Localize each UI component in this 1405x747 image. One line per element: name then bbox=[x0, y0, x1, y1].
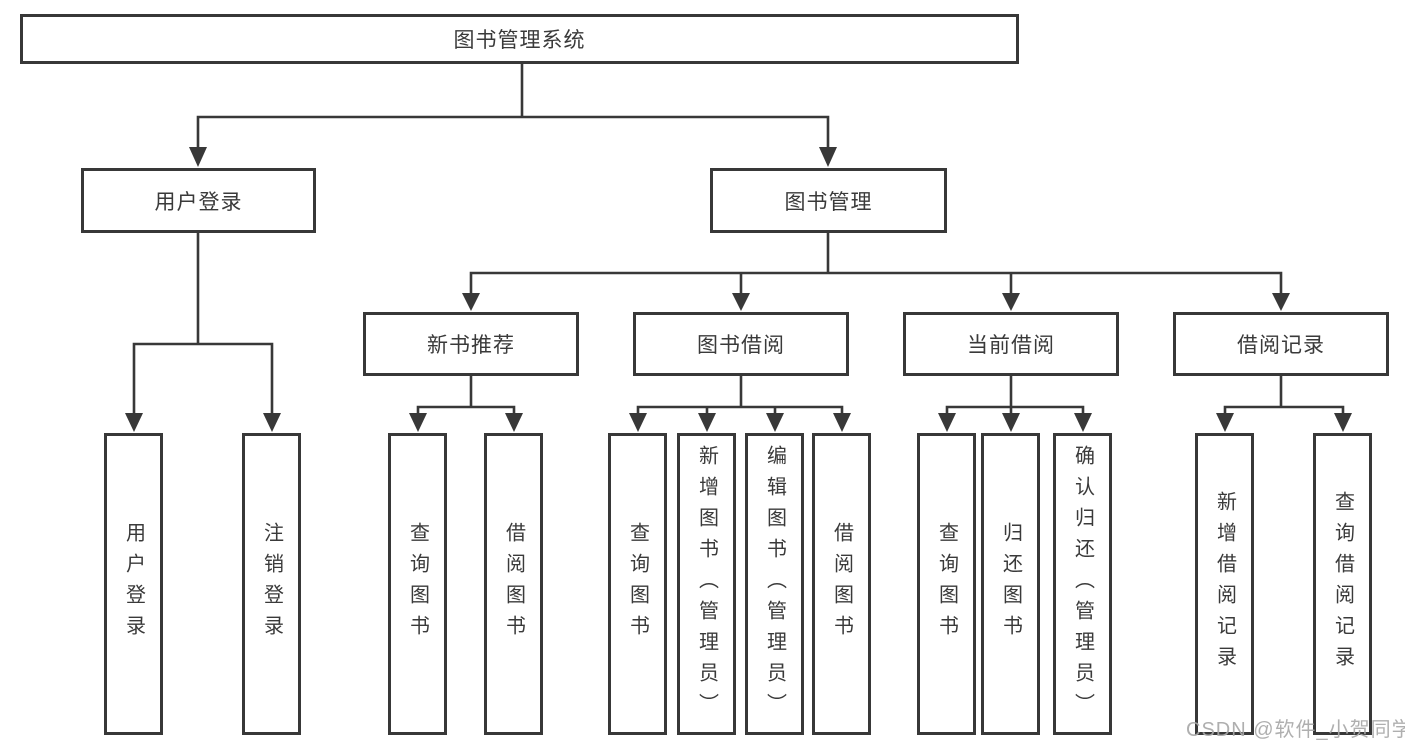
node-root-label: 图书管理系统 bbox=[453, 29, 586, 52]
node-borrow-records: 借阅记录 bbox=[1173, 312, 1389, 376]
leaf-query-books-borrow-label: 查询图书 bbox=[626, 522, 649, 646]
leaf-logout-label: 注销登录 bbox=[260, 522, 283, 646]
leaf-logout: 注销登录 bbox=[242, 433, 301, 735]
leaf-query-borrow-record-label: 查询借阅记录 bbox=[1331, 491, 1354, 677]
node-book-borrow-label: 图书借阅 bbox=[697, 334, 785, 357]
leaf-query-borrow-record: 查询借阅记录 bbox=[1313, 433, 1372, 735]
leaf-query-books-recommend: 查询图书 bbox=[388, 433, 447, 735]
node-borrow-records-label: 借阅记录 bbox=[1237, 334, 1325, 357]
watermark: CSDN @软件_小贺同学 bbox=[1186, 719, 1405, 741]
leaf-add-book-admin: 新增图书（管理员） bbox=[677, 433, 736, 735]
node-book-management-label: 图书管理 bbox=[784, 190, 873, 214]
node-book-management: 图书管理 bbox=[710, 168, 947, 233]
node-current-borrow: 当前借阅 bbox=[903, 312, 1119, 376]
leaf-borrow-books-label: 借阅图书 bbox=[830, 522, 853, 646]
leaf-user-login-label: 用户登录 bbox=[122, 522, 145, 646]
leaf-query-books-recommend-label: 查询图书 bbox=[406, 522, 429, 646]
node-user-login-label: 用户登录 bbox=[154, 190, 243, 214]
leaf-confirm-return-admin-label: 确认归还（管理员） bbox=[1071, 444, 1094, 724]
leaf-return-book-label: 归还图书 bbox=[999, 522, 1022, 646]
leaf-borrow-books-recommend-label: 借阅图书 bbox=[502, 522, 525, 646]
node-root: 图书管理系统 bbox=[20, 14, 1019, 64]
leaf-add-book-admin-label: 新增图书（管理员） bbox=[695, 444, 718, 724]
node-current-borrow-label: 当前借阅 bbox=[967, 334, 1055, 357]
leaf-return-book: 归还图书 bbox=[981, 433, 1040, 735]
leaf-edit-book-admin-label: 编辑图书（管理员） bbox=[763, 444, 786, 724]
leaf-query-books-borrow: 查询图书 bbox=[608, 433, 667, 735]
leaf-user-login: 用户登录 bbox=[104, 433, 163, 735]
leaf-borrow-books: 借阅图书 bbox=[812, 433, 871, 735]
leaf-add-borrow-record: 新增借阅记录 bbox=[1195, 433, 1254, 735]
leaf-query-books-current: 查询图书 bbox=[917, 433, 976, 735]
leaf-borrow-books-recommend: 借阅图书 bbox=[484, 433, 543, 735]
leaf-edit-book-admin: 编辑图书（管理员） bbox=[745, 433, 804, 735]
leaf-confirm-return-admin: 确认归还（管理员） bbox=[1053, 433, 1112, 735]
connector-paths bbox=[132, 62, 1345, 417]
arrowheads bbox=[125, 147, 1352, 432]
node-new-book-recommend-label: 新书推荐 bbox=[427, 334, 515, 357]
node-user-login: 用户登录 bbox=[81, 168, 316, 233]
leaf-query-books-current-label: 查询图书 bbox=[935, 522, 958, 646]
leaf-add-borrow-record-label: 新增借阅记录 bbox=[1213, 491, 1236, 677]
node-book-borrow: 图书借阅 bbox=[633, 312, 849, 376]
node-new-book-recommend: 新书推荐 bbox=[363, 312, 579, 376]
